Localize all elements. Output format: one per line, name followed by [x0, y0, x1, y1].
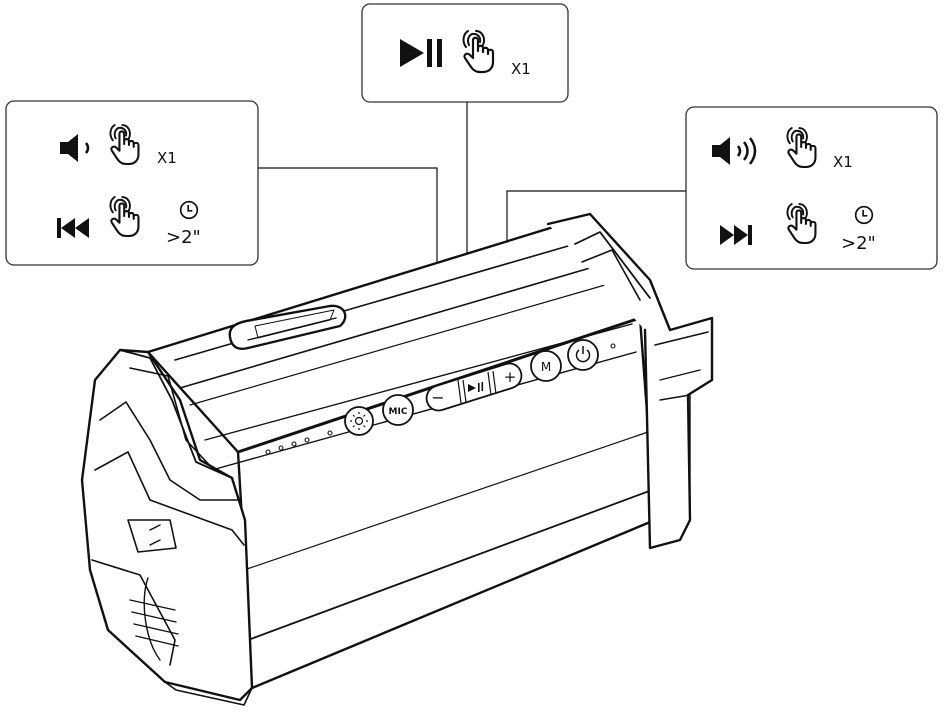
power-button[interactable] — [567, 339, 599, 371]
volume-down-button[interactable]: − — [431, 388, 444, 407]
play-pause-tap-count: X1 — [511, 60, 531, 78]
callout-right: X1 >2" — [685, 106, 938, 270]
callout-left: X1 >2" — [5, 100, 259, 266]
volume-up-tap-count: X1 — [833, 153, 853, 171]
volume-down-icon — [60, 134, 90, 162]
volume-down-tap-count: X1 — [157, 149, 177, 167]
power-icon — [575, 346, 591, 363]
next-track-icon — [720, 225, 752, 245]
mode-button-label: M — [541, 360, 551, 374]
light-icon — [350, 412, 368, 430]
mode-button[interactable]: M — [530, 350, 562, 382]
callout-play-pause: X1 — [361, 3, 569, 103]
mic-button[interactable]: MIC — [382, 394, 414, 426]
led-indicators — [265, 343, 616, 455]
mic-button-label: MIC — [389, 407, 408, 417]
light-button[interactable] — [344, 406, 374, 436]
next-track-duration: >2" — [841, 233, 876, 254]
speaker-illustration — [80, 212, 714, 706]
volume-up-icon — [712, 137, 757, 165]
volume-up-button[interactable]: + — [504, 368, 517, 386]
play-pause-button[interactable] — [468, 382, 484, 392]
previous-track-icon — [57, 218, 89, 238]
play-pause-icon — [400, 39, 442, 67]
previous-track-duration: >2" — [166, 227, 201, 248]
